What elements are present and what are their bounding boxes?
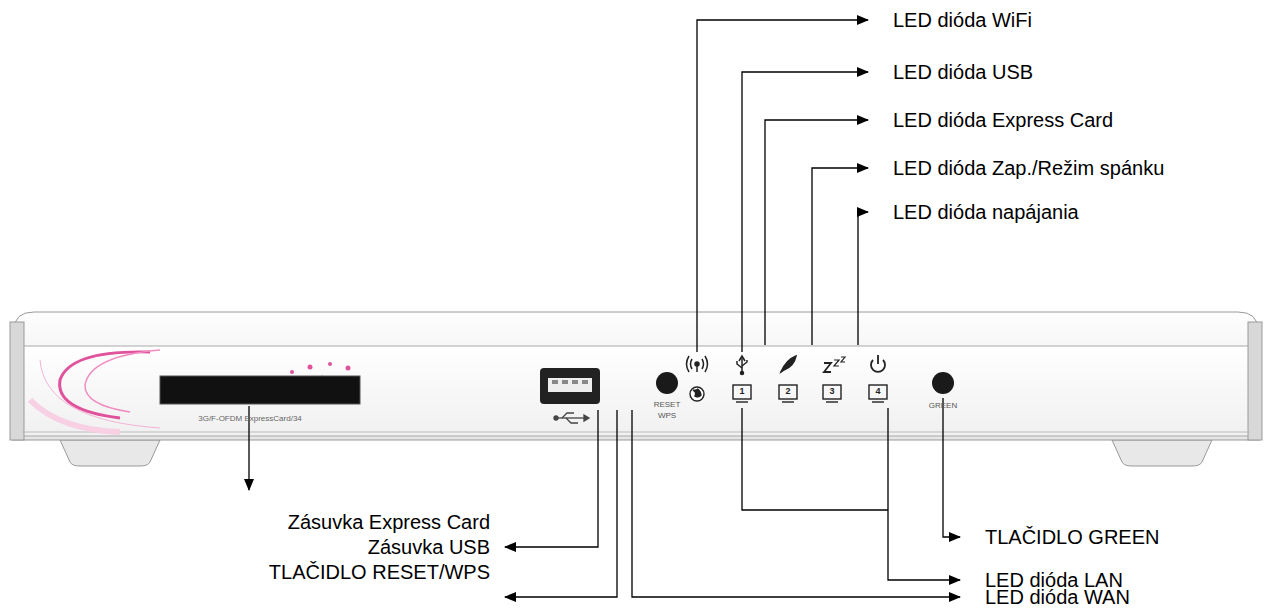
port-number: 4 bbox=[875, 387, 880, 397]
slot-marking: 3G/F-OFDM ExpressCard/34 bbox=[198, 415, 302, 424]
side-cap bbox=[1248, 322, 1262, 440]
port-number: 2 bbox=[785, 387, 790, 397]
callout-label: LED dióda WAN bbox=[985, 586, 1130, 608]
usb-port bbox=[540, 368, 600, 404]
front-panel bbox=[22, 346, 1250, 436]
callout-label: LED dióda napájania bbox=[893, 201, 1079, 223]
usb-symbol bbox=[554, 413, 589, 423]
callout-label: TLAČIDLO GREEN bbox=[985, 526, 1159, 548]
callout-label: Zásuvka Express Card bbox=[288, 511, 490, 533]
button-marking: WPS bbox=[658, 412, 676, 421]
leader-lines bbox=[249, 20, 960, 597]
device-feet bbox=[60, 440, 1212, 466]
callout-label: LED dióda Express Card bbox=[893, 109, 1113, 131]
green-button bbox=[932, 372, 954, 394]
device-body bbox=[12, 312, 1260, 440]
button-marking: RESET bbox=[654, 401, 681, 410]
status-icons bbox=[687, 355, 886, 375]
reset-wps-button bbox=[656, 372, 678, 394]
callout-label: TLAČIDLO RESET/WPS bbox=[269, 561, 490, 583]
side-cap bbox=[10, 322, 24, 440]
callout-label: LED dióda WiFi bbox=[893, 9, 1032, 31]
button-marking: GREEN bbox=[929, 402, 957, 411]
expresscard-slot bbox=[160, 376, 360, 404]
port-number: 1 bbox=[739, 387, 744, 397]
swirl-decoration bbox=[30, 350, 160, 432]
callout-label: LED dióda USB bbox=[893, 61, 1033, 83]
callout-label: Zásuvka USB bbox=[368, 536, 490, 558]
port-number: 3 bbox=[829, 387, 834, 397]
bottom-edge bbox=[22, 432, 1250, 433]
port-icons bbox=[690, 385, 887, 402]
callout-label: LED dióda Zap./Režim spánku bbox=[893, 157, 1164, 179]
